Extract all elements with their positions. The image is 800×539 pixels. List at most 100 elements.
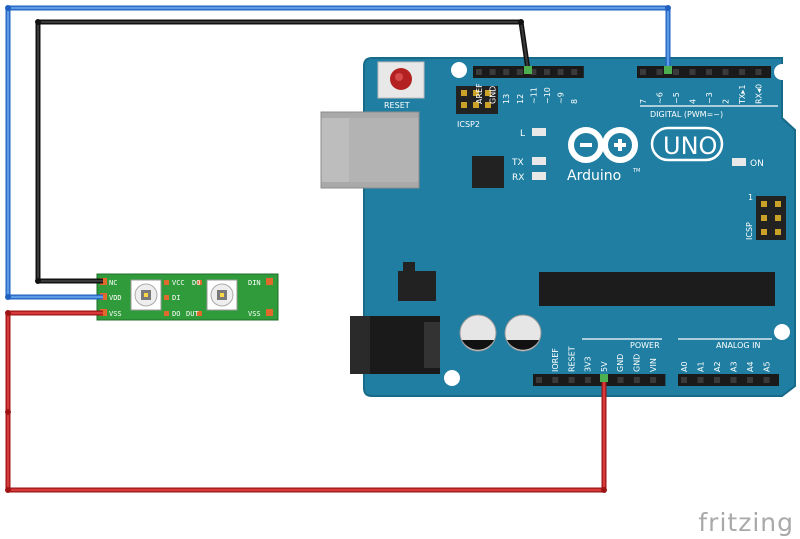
mounting-hole (774, 324, 790, 340)
pin-label: 2 (722, 99, 731, 104)
header-pin[interactable] (489, 69, 496, 75)
led-l (532, 128, 546, 136)
pin-label: GND (489, 86, 498, 104)
pin-label: ~5 (672, 92, 681, 104)
header-pin[interactable] (650, 377, 657, 383)
wire-joint (5, 310, 11, 316)
wire-end (524, 66, 532, 74)
header-pin[interactable] (503, 69, 510, 75)
pad-din (266, 278, 273, 285)
header-pin[interactable] (714, 377, 720, 383)
led-tx-label: TX (511, 158, 524, 168)
header-pin[interactable] (722, 69, 729, 75)
pin-label: ~3 (705, 92, 714, 104)
header-pin[interactable] (516, 69, 523, 75)
pin-label: 3V3 (584, 356, 593, 372)
pin-label: VIN (649, 358, 658, 372)
header-pin[interactable] (557, 69, 564, 75)
header-pin[interactable] (689, 69, 696, 75)
header-pin[interactable] (530, 69, 537, 75)
header-pin[interactable] (697, 377, 704, 383)
pin-label: TX▸1 (738, 85, 747, 105)
header-pin[interactable] (747, 377, 753, 383)
pin-label: GND (633, 354, 642, 372)
wire-joint (601, 487, 607, 493)
wires (5, 5, 672, 493)
pin-label: GND (616, 354, 625, 372)
on-label: ON (750, 159, 764, 169)
icsp-header (756, 196, 786, 240)
wire-joint (5, 294, 11, 300)
pin-label: RX◂0 (755, 84, 764, 104)
header-pin[interactable] (617, 377, 624, 383)
strip-label-do: DO (172, 310, 180, 318)
wire-joint (35, 19, 41, 25)
power-label: POWER (630, 341, 660, 350)
pin-label: ~9 (557, 92, 566, 104)
wire-joint (5, 5, 11, 11)
strip-label-dut: DUT (186, 310, 199, 318)
led-tx (532, 157, 546, 165)
header-pin[interactable] (681, 377, 687, 383)
header-pin[interactable] (552, 377, 559, 383)
strip-label-vss: VSS (109, 310, 122, 318)
header-pin[interactable] (730, 377, 737, 383)
led-strip-module: NC VDD VSS VCC DI DO DO DUT DIN VSS (96, 273, 279, 321)
pin-label: 5V (600, 361, 609, 372)
header-pin[interactable] (584, 377, 591, 383)
header-pin[interactable] (544, 69, 550, 75)
power-header (533, 374, 666, 386)
led-rx (532, 172, 546, 180)
pin-label: 13 (502, 94, 511, 104)
pin-label: A1 (697, 361, 706, 372)
strip-label-vss-right: VSS (248, 310, 261, 318)
pin-label: ~6 (656, 92, 665, 104)
analog-header (678, 374, 779, 386)
header-pin[interactable] (568, 377, 575, 383)
header-pin[interactable] (476, 69, 482, 75)
wire-joint (5, 409, 11, 415)
analog-label: ANALOG IN (716, 341, 761, 350)
pad-small (164, 311, 169, 316)
capacitor (459, 314, 497, 352)
rgb-led (206, 279, 238, 311)
pin-label: ~11 (529, 87, 538, 104)
header-pin[interactable] (706, 69, 712, 75)
strip-label-nc: NC (109, 279, 117, 287)
trademark: TM (632, 168, 640, 174)
power-jack (350, 316, 440, 374)
header-pin[interactable] (763, 377, 770, 383)
pin-label: 4 (689, 99, 698, 104)
pad-vss (100, 309, 107, 316)
pin-label: A3 (730, 361, 739, 372)
pin-label: AREF (475, 83, 484, 104)
header-pin[interactable] (633, 377, 640, 383)
header-pin[interactable] (755, 69, 762, 75)
led-on (732, 158, 746, 166)
icsp2-label: ICSP2 (457, 120, 480, 129)
header-pin[interactable] (640, 69, 646, 75)
icsp-pin1-label: 1 (748, 193, 753, 202)
header-pin[interactable] (673, 69, 679, 75)
pin-label: 8 (570, 99, 579, 104)
strip-label-vcc: VCC (172, 279, 185, 287)
pad-small (197, 280, 202, 285)
header-pin[interactable] (739, 69, 745, 75)
pin-label: RESET (567, 346, 576, 372)
pin-label: 7 (639, 99, 648, 104)
led-l-label: L (520, 129, 525, 139)
mounting-hole (774, 64, 790, 80)
header-pin[interactable] (656, 69, 663, 75)
wire-joint (35, 278, 41, 284)
reset-button[interactable] (377, 61, 425, 99)
pad-small (197, 311, 202, 316)
header-pin[interactable] (536, 377, 542, 383)
pin-label: A5 (763, 361, 772, 372)
header-pin[interactable] (571, 69, 578, 75)
wire-end (664, 66, 672, 74)
digital-header-right (637, 66, 771, 78)
